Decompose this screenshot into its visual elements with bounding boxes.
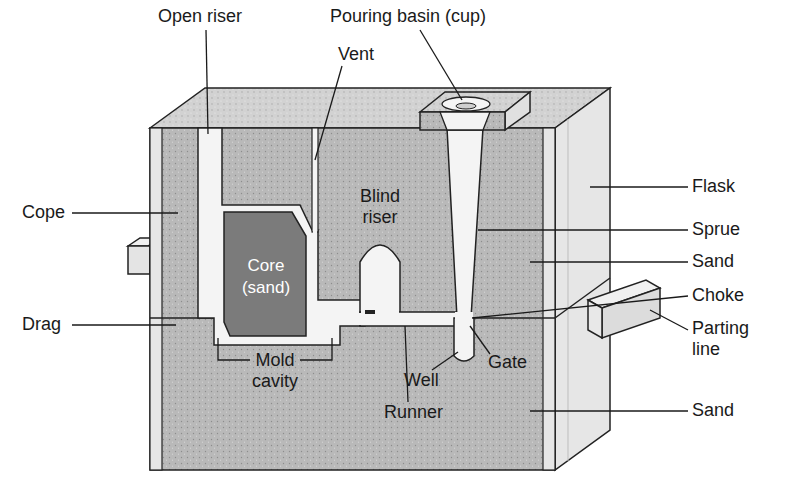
- part-label: Parting line: [692, 318, 782, 360]
- sand-core: [224, 212, 306, 336]
- flask-wall: [543, 128, 555, 470]
- part-label: Well: [404, 370, 439, 391]
- part-label: Open riser: [158, 6, 242, 27]
- part-label: Cope: [22, 202, 65, 223]
- flask-side: [555, 88, 610, 470]
- part-label: Drag: [22, 314, 61, 335]
- part-label: Mold cavity: [246, 350, 304, 392]
- flask-wall: [150, 128, 162, 470]
- vent-join: [313, 226, 317, 234]
- sprue-join: [455, 312, 473, 326]
- part-label: Blind riser: [352, 186, 408, 228]
- blind-riser: [360, 245, 400, 316]
- pouring-basin: [420, 92, 530, 130]
- core-label: Core (sand): [228, 255, 304, 299]
- gate-mark: [365, 310, 375, 314]
- sprue-channel: [447, 128, 483, 318]
- part-label: Sand: [692, 400, 734, 421]
- leader-lines: [72, 30, 688, 411]
- part-label: Sprue: [692, 219, 740, 240]
- riser-join: [361, 300, 399, 317]
- part-label: Gate: [488, 352, 527, 373]
- part-label: Pouring basin (cup): [330, 6, 486, 27]
- mold-cut-face: [150, 128, 555, 470]
- part-label: Choke: [692, 285, 744, 306]
- flask-pin-right: [588, 280, 660, 338]
- part-label: Sand: [692, 251, 734, 272]
- part-label: Runner: [384, 402, 443, 423]
- part-label: Vent: [338, 44, 374, 65]
- flask-edge: [568, 119, 569, 461]
- mold-cavity: [198, 128, 365, 345]
- core-label-box: Core (sand): [228, 224, 304, 330]
- mold-top-face: [150, 88, 610, 128]
- vent-channel: [312, 128, 318, 232]
- part-label: Flask: [692, 176, 735, 197]
